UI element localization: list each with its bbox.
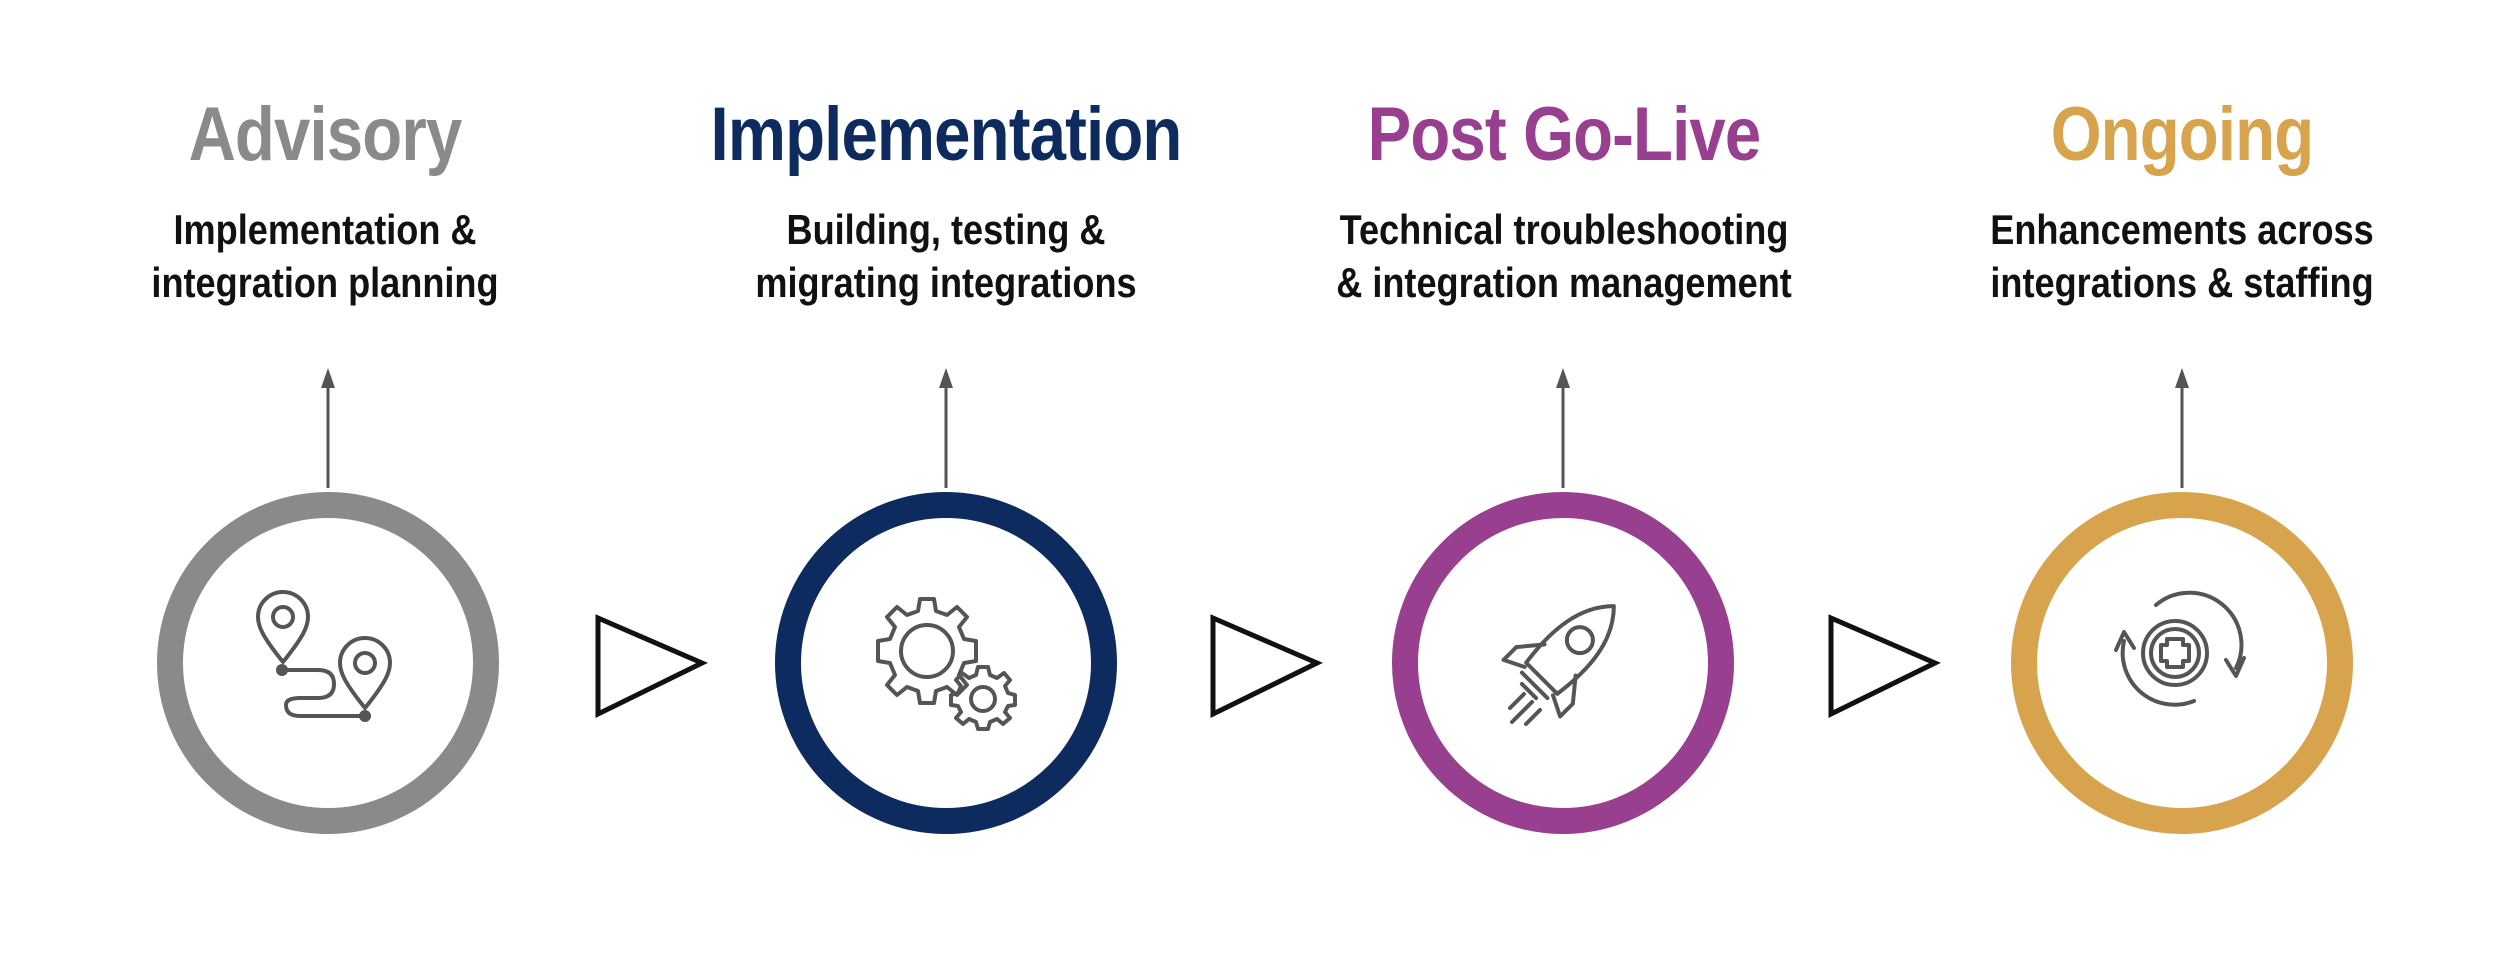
next-triangle-icon <box>1828 614 1941 719</box>
up-arrow-advisory <box>321 368 335 488</box>
stage-description-advisory: Implementation & integration planning <box>33 203 618 309</box>
stage-description-line: Building, testing & <box>786 206 1106 253</box>
next-triangle-icon <box>1210 614 1323 719</box>
gears-icon <box>876 597 1017 731</box>
stage-description-ongoing: Enhancements across integrations & staff… <box>1890 203 2475 309</box>
stage-description-line: integration planning <box>151 259 499 306</box>
up-arrow-ongoing <box>2175 368 2189 488</box>
map-route-icon <box>256 590 392 722</box>
cycle-plus-icon <box>2114 590 2246 707</box>
stage-title-advisory: Advisory <box>188 92 463 177</box>
stage-title-ongoing: Ongoing <box>2050 92 2314 177</box>
stage-description-line: integrations & staffing <box>1990 259 2374 306</box>
next-triangle-icon <box>595 614 708 719</box>
stage-description-line: Implementation & <box>173 206 477 253</box>
stage-circle-post-go-live <box>1392 492 1734 834</box>
stage-circle-implementation <box>775 492 1117 834</box>
up-arrow-post-go-live <box>1556 368 1570 488</box>
stage-description-implementation: Building, testing & migrating integratio… <box>654 203 1239 309</box>
stage-description-line: migrating integrations <box>755 259 1137 306</box>
stage-advisory: Advisory Implementation & integration pl… <box>0 85 665 309</box>
stage-ongoing: Ongoing Enhancements across integrations… <box>1842 85 2500 309</box>
stage-description-line: Technical troubleshooting <box>1339 206 1789 253</box>
stage-description-line: Enhancements across <box>1990 206 2374 253</box>
stage-post-go-live: Post Go-Live Technical troubleshooting &… <box>1224 85 1904 309</box>
rocket-icon <box>1501 604 1616 726</box>
stage-description-line: & integration management <box>1336 259 1792 306</box>
up-arrow-implementation <box>939 368 953 488</box>
stage-title-implementation: Implementation <box>710 92 1183 177</box>
stage-circle-advisory <box>157 492 499 834</box>
stage-title-post-go-live: Post Go-Live <box>1367 92 1762 177</box>
stage-circle-ongoing <box>2011 492 2353 834</box>
stage-implementation: Implementation Building, testing & migra… <box>606 85 1286 309</box>
stage-description-post-go-live: Technical troubleshooting & integration … <box>1272 203 1857 309</box>
